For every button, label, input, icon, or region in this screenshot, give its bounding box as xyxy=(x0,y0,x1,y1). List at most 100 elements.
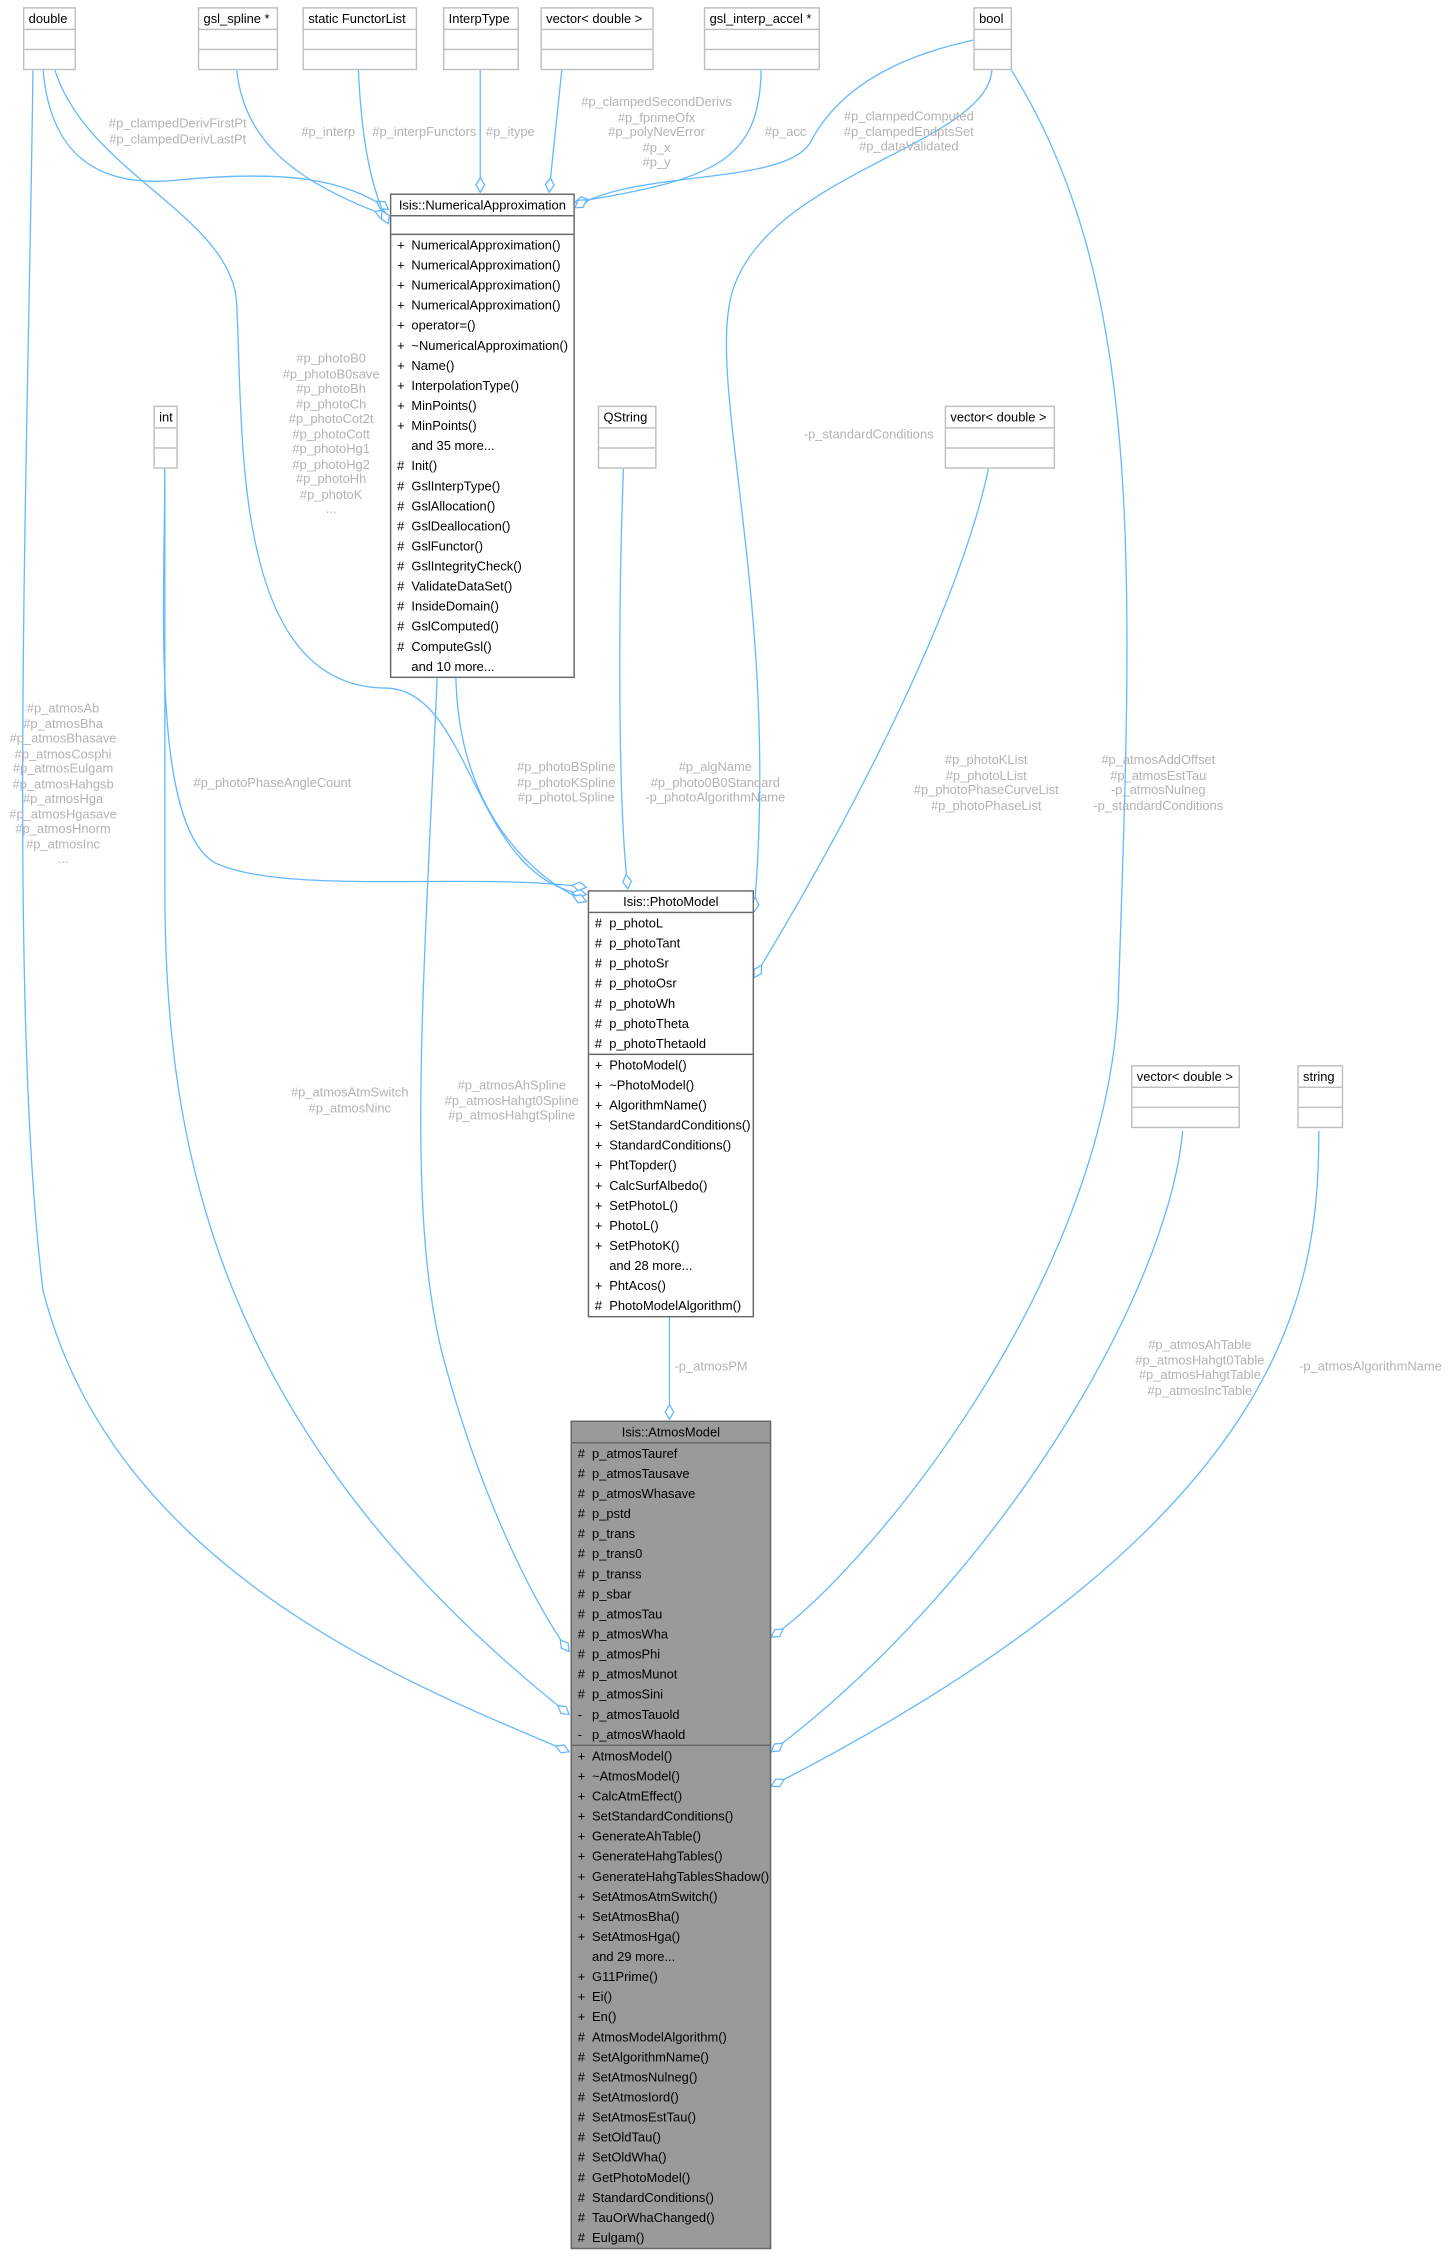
method-row[interactable]: #InsideDomain() xyxy=(391,596,573,616)
method-row[interactable]: +NumericalApproximation() xyxy=(391,295,573,315)
attribute-row[interactable]: #p_transs xyxy=(572,1564,770,1584)
method-row[interactable]: +PhtTopder() xyxy=(589,1155,752,1175)
class-box-int[interactable]: int xyxy=(153,405,178,469)
class-title[interactable]: QString xyxy=(599,407,656,429)
method-row[interactable]: #GslIntegrityCheck() xyxy=(391,556,573,576)
method-row[interactable]: +SetPhotoK() xyxy=(589,1236,752,1256)
class-title[interactable]: Isis::NumericalApproximation xyxy=(391,195,574,217)
method-row[interactable]: +~PhotoModel() xyxy=(589,1075,752,1095)
class-title[interactable]: vector< double > xyxy=(946,407,1054,429)
method-row[interactable]: +StandardConditions() xyxy=(589,1135,752,1155)
method-row[interactable]: +AlgorithmName() xyxy=(589,1095,752,1115)
attribute-row[interactable]: #p_trans0 xyxy=(572,1544,770,1564)
method-row[interactable]: +G11Prime() xyxy=(572,1967,770,1987)
class-title[interactable]: bool xyxy=(974,9,1011,31)
method-row[interactable]: #StandardConditions() xyxy=(572,2188,770,2208)
method-row[interactable]: +MinPoints() xyxy=(391,416,573,436)
attribute-row[interactable]: #p_atmosWha xyxy=(572,1624,770,1644)
class-title[interactable]: static FunctorList xyxy=(303,9,416,31)
method-row[interactable]: #GslInterpType() xyxy=(391,476,573,496)
method-row[interactable]: +CalcAtmEffect() xyxy=(572,1786,770,1806)
method-row[interactable]: #GetPhotoModel() xyxy=(572,2167,770,2187)
class-box-gsl_spline[interactable]: gsl_spline * xyxy=(197,7,279,71)
method-row[interactable]: +En() xyxy=(572,2007,770,2027)
attribute-row[interactable]: #p_photoSr xyxy=(589,953,752,973)
class-box-gsl_interp_accel[interactable]: gsl_interp_accel * xyxy=(703,7,820,71)
attribute-row[interactable]: #p_atmosWhasave xyxy=(572,1484,770,1504)
method-row[interactable]: #AtmosModelAlgorithm() xyxy=(572,2027,770,2047)
method-row[interactable]: #SetOldTau() xyxy=(572,2127,770,2147)
class-box-functorlist[interactable]: static FunctorList xyxy=(302,7,418,71)
attribute-row[interactable]: #p_photoTant xyxy=(589,933,752,953)
method-row[interactable]: +GenerateAhTable() xyxy=(572,1826,770,1846)
method-row[interactable]: #Eulgam() xyxy=(572,2228,770,2248)
method-row[interactable]: +GenerateHahgTables() xyxy=(572,1846,770,1866)
class-box-bool[interactable]: bool xyxy=(973,7,1013,71)
class-title[interactable]: gsl_spline * xyxy=(199,9,277,31)
class-title[interactable]: int xyxy=(154,407,177,429)
attribute-row[interactable]: #p_atmosPhi xyxy=(572,1644,770,1664)
method-row[interactable]: +PhotoModel() xyxy=(589,1055,752,1075)
attribute-row[interactable]: #p_atmosTausave xyxy=(572,1464,770,1484)
class-box-atmosmodel[interactable]: Isis::AtmosModel#p_atmosTauref#p_atmosTa… xyxy=(570,1420,772,2250)
method-row[interactable]: #TauOrWhaChanged() xyxy=(572,2208,770,2228)
method-row[interactable]: #ValidateDataSet() xyxy=(391,576,573,596)
class-title[interactable]: Isis::PhotoModel xyxy=(589,892,753,914)
method-row[interactable]: +~NumericalApproximation() xyxy=(391,335,573,355)
method-row[interactable]: #PhotoModelAlgorithm() xyxy=(589,1296,752,1316)
method-row[interactable]: #GslAllocation() xyxy=(391,496,573,516)
method-row[interactable]: +InterpolationType() xyxy=(391,376,573,396)
method-row[interactable]: and 35 more... xyxy=(391,436,573,456)
class-title[interactable]: double xyxy=(24,9,75,31)
method-row[interactable]: +NumericalApproximation() xyxy=(391,255,573,275)
attribute-row[interactable]: -p_atmosWhaold xyxy=(572,1725,770,1745)
method-row[interactable]: #ComputeGsl() xyxy=(391,636,573,656)
method-row[interactable]: #SetAtmosEstTau() xyxy=(572,2107,770,2127)
class-title[interactable]: gsl_interp_accel * xyxy=(705,9,819,31)
method-row[interactable]: #SetAtmosIord() xyxy=(572,2087,770,2107)
method-row[interactable]: +PhtAcos() xyxy=(589,1276,752,1296)
attribute-row[interactable]: #p_atmosTau xyxy=(572,1604,770,1624)
method-row[interactable]: +~AtmosModel() xyxy=(572,1766,770,1786)
attribute-row[interactable]: #p_atmosMunot xyxy=(572,1664,770,1684)
class-box-vector3[interactable]: vector< double > xyxy=(1131,1065,1240,1129)
method-row[interactable]: +PhotoL() xyxy=(589,1216,752,1236)
method-row[interactable]: and 29 more... xyxy=(572,1947,770,1967)
class-box-qstring[interactable]: QString xyxy=(597,405,657,469)
class-box-vector1[interactable]: vector< double > xyxy=(540,7,654,71)
method-row[interactable]: +SetStandardConditions() xyxy=(572,1806,770,1826)
method-row[interactable]: #GslDeallocation() xyxy=(391,516,573,536)
attribute-row[interactable]: #p_trans xyxy=(572,1524,770,1544)
class-box-numapprox[interactable]: Isis::NumericalApproximation+NumericalAp… xyxy=(389,193,575,679)
attribute-row[interactable]: -p_atmosTauold xyxy=(572,1704,770,1724)
method-row[interactable]: +SetAtmosAtmSwitch() xyxy=(572,1886,770,1906)
class-box-double1[interactable]: double xyxy=(22,7,76,71)
class-title[interactable]: InterpType xyxy=(444,9,518,31)
class-title[interactable]: string xyxy=(1298,1067,1342,1089)
method-row[interactable]: +SetPhotoL() xyxy=(589,1196,752,1216)
method-row[interactable]: +NumericalApproximation() xyxy=(391,275,573,295)
attribute-row[interactable]: #p_atmosSini xyxy=(572,1684,770,1704)
method-row[interactable]: and 28 more... xyxy=(589,1256,752,1276)
method-row[interactable]: #SetAlgorithmName() xyxy=(572,2047,770,2067)
method-row[interactable]: +MinPoints() xyxy=(391,396,573,416)
attribute-row[interactable]: #p_sbar xyxy=(572,1584,770,1604)
class-box-photomodel[interactable]: Isis::PhotoModel#p_photoL#p_photoTant#p_… xyxy=(587,890,755,1318)
attribute-row[interactable]: #p_photoTheta xyxy=(589,1013,752,1033)
attribute-row[interactable]: #p_pstd xyxy=(572,1504,770,1524)
method-row[interactable]: +Name() xyxy=(391,356,573,376)
method-row[interactable]: and 10 more... xyxy=(391,657,573,677)
method-row[interactable]: #GslComputed() xyxy=(391,616,573,636)
method-row[interactable]: +SetAtmosHga() xyxy=(572,1927,770,1947)
method-row[interactable]: #GslFunctor() xyxy=(391,536,573,556)
attribute-row[interactable]: #p_photoOsr xyxy=(589,973,752,993)
class-box-string[interactable]: string xyxy=(1297,1065,1344,1129)
method-row[interactable]: +operator=() xyxy=(391,315,573,335)
attribute-row[interactable]: #p_photoWh xyxy=(589,993,752,1013)
attribute-row[interactable]: #p_photoL xyxy=(589,913,752,933)
method-row[interactable]: +AtmosModel() xyxy=(572,1746,770,1766)
method-row[interactable]: +CalcSurfAlbedo() xyxy=(589,1175,752,1195)
method-row[interactable]: +Ei() xyxy=(572,1987,770,2007)
method-row[interactable]: #Init() xyxy=(391,456,573,476)
class-box-interptype[interactable]: InterpType xyxy=(442,7,519,71)
